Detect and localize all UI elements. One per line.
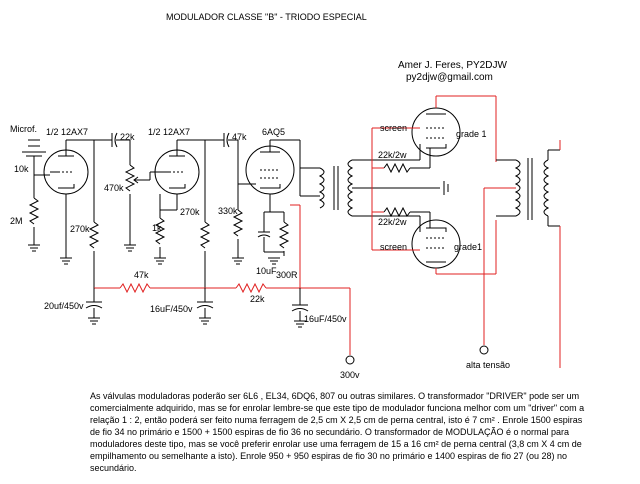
author-name: Amer J. Feres, PY2DJW — [398, 60, 507, 71]
resistor-300r — [278, 221, 290, 249]
label-grade-1: grade 1 — [456, 129, 487, 139]
label-270k-b: 270k — [180, 207, 200, 217]
resistor-22k2w-top — [383, 162, 411, 174]
label-22k2w-bot: 22k/2w — [378, 217, 407, 227]
cap-20uf — [85, 288, 103, 325]
label-16uf-a: 16uF/450v — [150, 304, 193, 314]
ground-icon-1 — [28, 244, 40, 252]
description-text: As válvulas moduladoras poderão ser 6L6 … — [90, 391, 585, 473]
output-tube-top — [411, 107, 461, 157]
resistor-1k — [154, 217, 166, 245]
terminal-alta-tensao — [479, 345, 489, 355]
label-47k-cap: 47k — [232, 132, 247, 142]
label-470k: 470k — [104, 183, 124, 193]
resistor-330k — [232, 209, 244, 237]
label-300v: 300v — [340, 370, 360, 380]
label-2m: 2M — [10, 216, 23, 226]
author-email: py2djw@gmail.com — [406, 72, 493, 83]
cap-16uf-b — [291, 288, 309, 328]
label-22k-rail: 22k — [250, 294, 265, 304]
label-270k-a: 270k — [70, 224, 90, 234]
label-22k: 22k — [120, 132, 135, 142]
terminal-300v — [345, 355, 355, 365]
label-screen-bot: screen — [380, 242, 408, 252]
label-330k: 330k — [218, 206, 238, 216]
modulation-transformer — [496, 149, 560, 227]
label-tube1: 1/2 12AX7 — [46, 127, 89, 137]
label-10k: 10k — [14, 164, 29, 174]
label-grade1-bot: grade1 — [454, 242, 483, 252]
label-microf: Microf. — [10, 124, 37, 134]
resistor-2m — [28, 197, 40, 225]
microphone-icon — [22, 139, 46, 157]
resistor-270k-b — [199, 221, 211, 249]
label-tube2: 1/2 12AX7 — [148, 127, 191, 137]
driver-transformer — [299, 159, 354, 217]
resistor-22k2w-bot — [383, 206, 411, 218]
label-alta-tensao: alta tensão — [466, 360, 511, 370]
label-20uf: 20uf/450v — [44, 301, 84, 311]
resistor-47k-rail — [119, 282, 151, 294]
resistor-270k-a — [88, 221, 100, 249]
label-16uf-b: 16uF/450v — [304, 314, 347, 324]
diagram-title: MODULADOR CLASSE "B" - TRIODO ESPECIAL — [166, 12, 367, 22]
potentiometer-470k — [124, 164, 136, 192]
label-22k2w-top: 22k/2w — [378, 150, 407, 160]
label-47k: 47k — [134, 270, 149, 280]
label-10uf: 10uF — [256, 266, 277, 276]
output-tube-bottom — [411, 219, 461, 269]
label-300r: 300R — [276, 270, 298, 280]
label-screen-top: screen — [380, 123, 408, 133]
resistor-22k-rail — [235, 282, 267, 294]
label-1k: 1k — [152, 223, 162, 233]
label-tube3: 6AQ5 — [262, 127, 286, 137]
cap-16uf-a — [196, 288, 214, 325]
